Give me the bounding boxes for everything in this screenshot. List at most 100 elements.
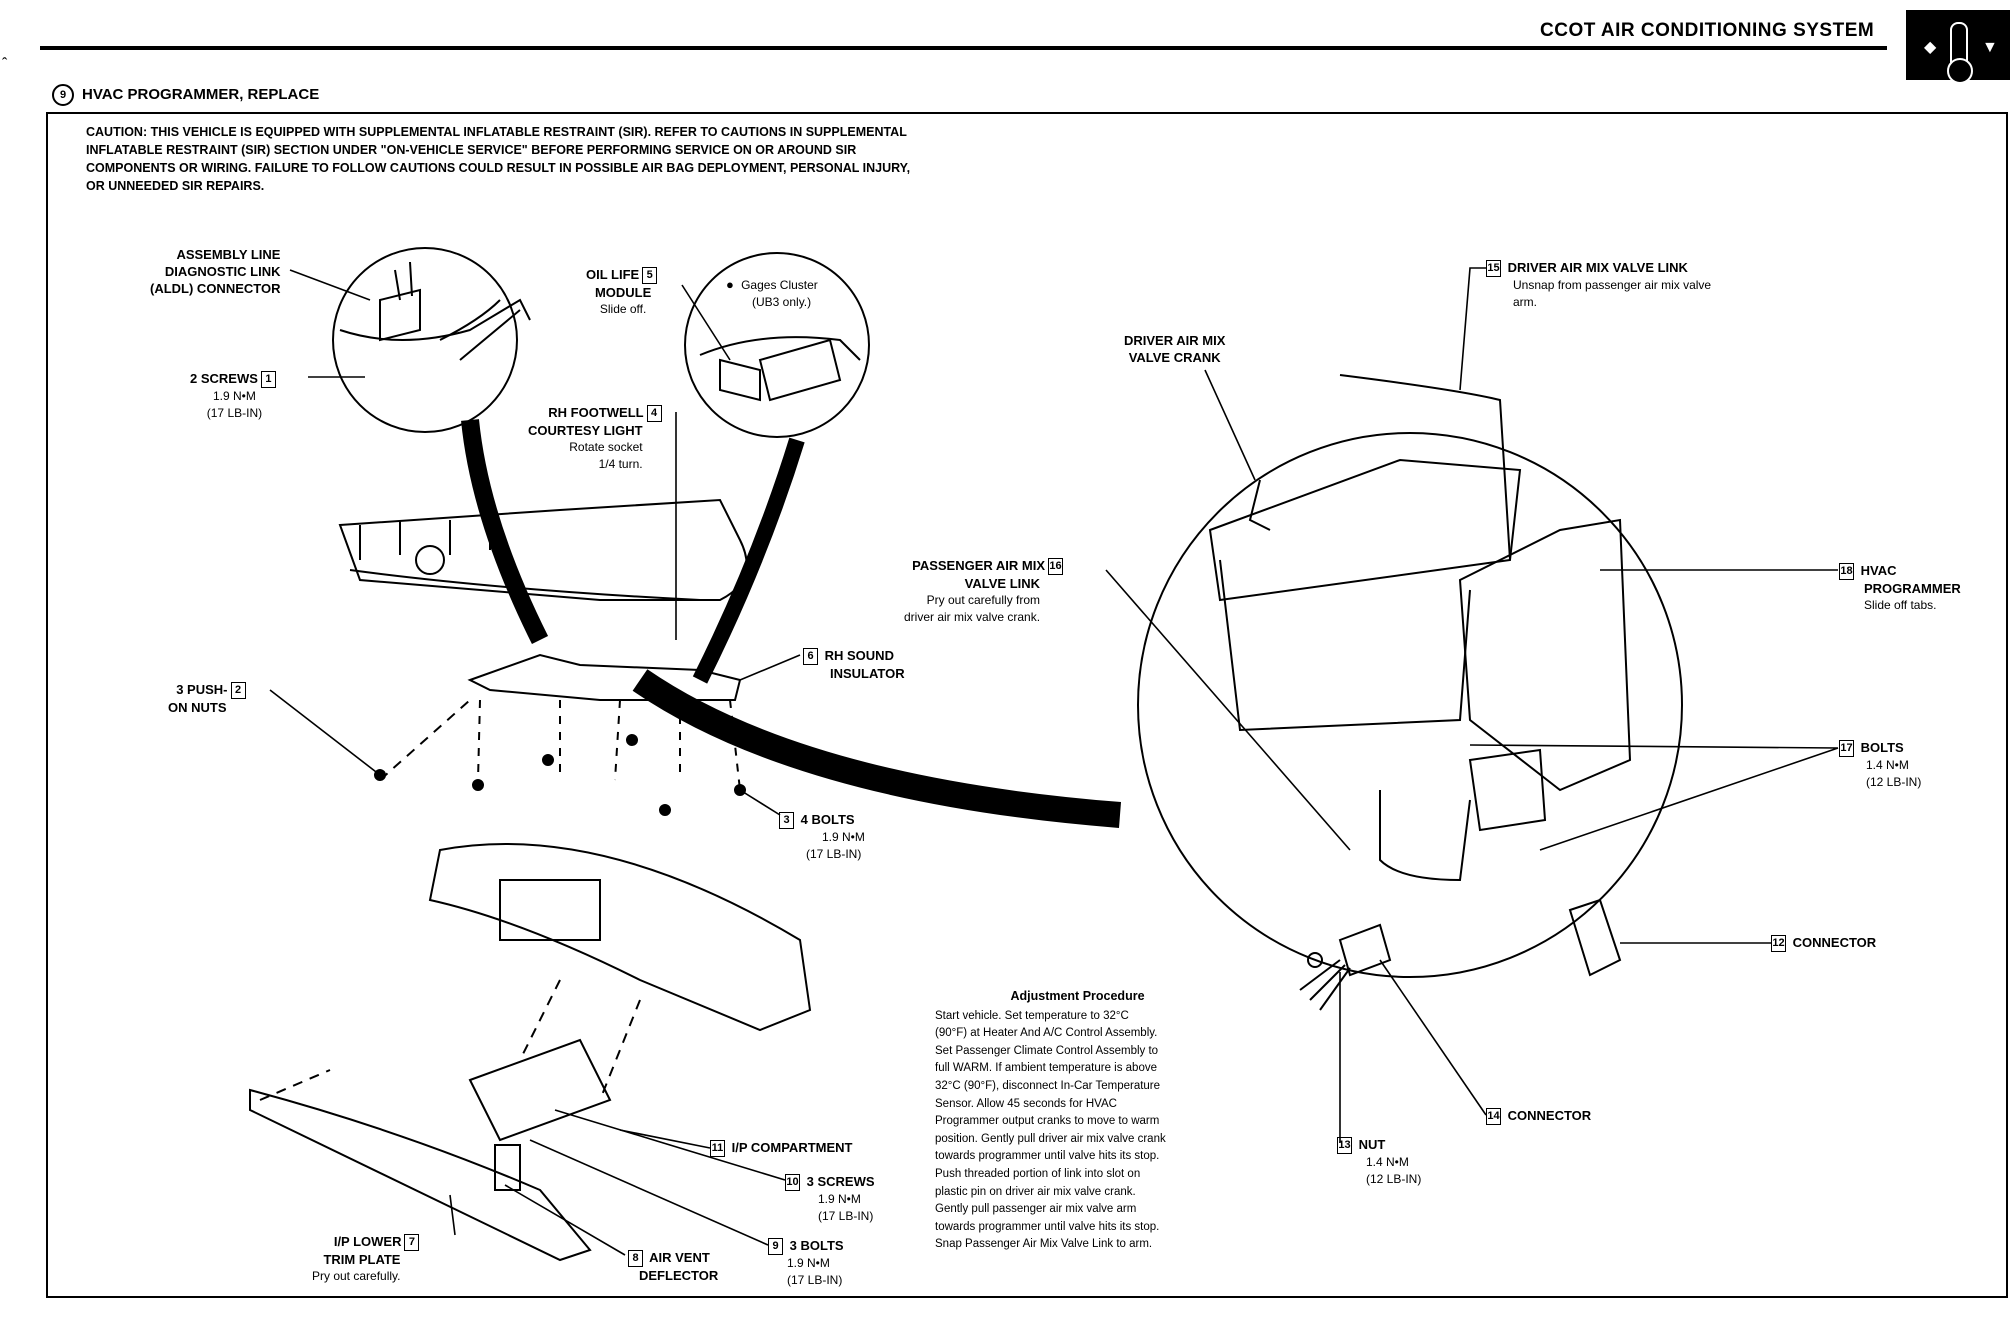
dash-vent-slots <box>359 518 491 560</box>
leader-c3 <box>739 789 781 816</box>
section-number: 9 <box>52 84 74 106</box>
callout-10-number: 10 <box>785 1174 800 1192</box>
oil-life-module <box>719 358 761 402</box>
connector-14-body <box>1338 923 1392 977</box>
push-nut-dash-line <box>379 699 471 781</box>
callout-11-number: 11 <box>710 1140 725 1158</box>
adjustment-line: plastic pin on driver air mix valve cran… <box>935 1185 1136 1198</box>
connector-14-wires <box>1299 959 1351 1011</box>
hvac-lead-band <box>632 669 1122 828</box>
header-rule <box>40 46 1887 50</box>
adjustment-line: Start vehicle. Set temperature to 32°C <box>935 1009 1129 1022</box>
oil-life-detail-circle <box>684 252 870 438</box>
adjustment-line: Programmer output cranks to move to warm <box>935 1115 1160 1128</box>
lower-dash-panel <box>428 843 812 1032</box>
callout-9-number: 9 <box>768 1238 783 1256</box>
aldl-detail-circle <box>332 247 518 433</box>
system-title: CCOT AIR CONDITIONING SYSTEM <box>1540 20 1875 41</box>
air-vent-deflector <box>494 1144 521 1191</box>
leader-c10 <box>554 1109 786 1181</box>
callout-2: 3 PUSH-2 ON NUTS <box>168 681 249 716</box>
callout-15: 15 DRIVER AIR MIX VALVE LINK Unsnap from… <box>1486 260 1712 310</box>
callout-8: 8 AIR VENT DEFLECTOR <box>625 1249 718 1284</box>
diagram-frame <box>46 112 2008 1298</box>
adjustment-line: Sensor. Allow 45 seconds for HVAC <box>935 1097 1117 1110</box>
aldl-bracket <box>339 298 531 341</box>
leader-c6 <box>739 654 801 681</box>
adjustment-title: Adjustment Procedure <box>1010 989 1145 1003</box>
nut-13 <box>1307 952 1323 968</box>
right-arrow-icon: ▼ <box>1982 39 1998 56</box>
adjustment-line: position. Gently pull driver air mix val… <box>935 1132 1166 1145</box>
ip-radio-opening <box>499 879 601 941</box>
aldl-connector-body <box>379 288 421 342</box>
oil-life-bracket <box>758 338 842 402</box>
aldl-bracket-edge <box>439 299 521 361</box>
adjustment-line: towards programmer until valve hits its … <box>935 1220 1160 1233</box>
dash-knob <box>415 545 445 575</box>
leader-crank <box>1204 369 1256 481</box>
callout-12: 12 CONNECTOR <box>1768 934 1876 953</box>
programmer-bracket <box>1468 748 1547 832</box>
driver-air-mix-link <box>1339 374 1511 561</box>
adjustment-line: full WARM. If ambient temperature is abo… <box>935 1062 1157 1075</box>
callout-14-number: 14 <box>1486 1108 1501 1126</box>
callout-6: 6 RH SOUND INSULATOR <box>800 647 905 682</box>
callout-13: 13 NUT 1.4 N•M (12 LB-IN) <box>1337 1137 1422 1187</box>
callout-11: 11 I/P COMPARTMENT <box>707 1139 852 1158</box>
driver-air-mix-crank-callout: DRIVER AIR MIX VALVE CRANK <box>1124 333 1226 365</box>
ip-dash-lines <box>259 979 641 1101</box>
callout-14: 14 CONNECTOR <box>1483 1107 1591 1126</box>
callout-12-number: 12 <box>1771 935 1786 953</box>
connector-12-body <box>1568 898 1622 977</box>
callout-3: 3 4 BOLTS 1.9 N•M (17 LB-IN) <box>776 811 865 863</box>
leader-c17 <box>1469 744 1839 851</box>
callout-18-number: 18 <box>1839 563 1854 581</box>
sir-caution: CAUTION: THIS VEHICLE IS EQUIPPED WITH S… <box>86 125 911 193</box>
callout-17-number: 17 <box>1839 740 1854 758</box>
thermometer-bulb <box>1947 58 1973 84</box>
leader-c16 <box>1105 569 1351 851</box>
aldl-wires <box>394 261 413 301</box>
aldl-callout: ASSEMBLY LINE DIAGNOSTIC LINK (ALDL) CON… <box>150 247 281 296</box>
callout-15-number: 15 <box>1486 260 1501 278</box>
section-title-text: HVAC PROGRAMMER, REPLACE <box>82 85 320 103</box>
callout-7-number: 7 <box>404 1234 420 1252</box>
callout-18: 18 HVAC PROGRAMMER Slide off tabs. <box>1839 563 1961 613</box>
leader-c9 <box>529 1139 769 1246</box>
ip-compartment <box>468 1038 612 1142</box>
adjustment-line: towards programmer until valve hits its … <box>935 1150 1160 1163</box>
exploded-dash-lines <box>477 699 741 791</box>
oil-life-housing <box>699 336 861 361</box>
callout-10: 10 3 SCREWS 1.9 N•M (17 LB-IN) <box>785 1174 875 1224</box>
leader-c7 <box>449 1194 456 1236</box>
hvac-detail-circle <box>1137 432 1683 978</box>
adjustment-line: Push threaded portion of link into slot … <box>935 1167 1141 1180</box>
ip-lower-trim-plate <box>249 1088 592 1262</box>
leader-c2 <box>269 689 381 776</box>
hvac-case-top <box>1208 458 1522 602</box>
callout-2-number: 2 <box>230 682 246 700</box>
callout-13-number: 13 <box>1337 1137 1352 1155</box>
callout-5-number: 5 <box>642 267 658 285</box>
passenger-link-arm <box>1379 790 1471 882</box>
thermometer-icon: ◆ ▼ <box>1906 10 2010 84</box>
callout-16-number: 16 <box>1048 558 1064 576</box>
leader-aldl <box>289 269 371 301</box>
adjustment-procedure: Adjustment Procedure Start vehicle. Set … <box>935 988 1260 1254</box>
oil-life-lead-band <box>692 437 805 684</box>
callout-1-number: 1 <box>260 371 276 389</box>
callout-8-number: 8 <box>628 1250 643 1268</box>
adjustment-line: Gently pull passenger air mix valve arm <box>935 1203 1137 1216</box>
hvac-case-body <box>1219 559 1471 732</box>
leader-c11 <box>619 1129 711 1149</box>
left-arrow-icon: ◆ <box>1924 39 1937 56</box>
leader-c15 <box>1459 267 1486 391</box>
callout-6-number: 6 <box>803 648 818 666</box>
aldl-lead-band <box>461 419 549 645</box>
